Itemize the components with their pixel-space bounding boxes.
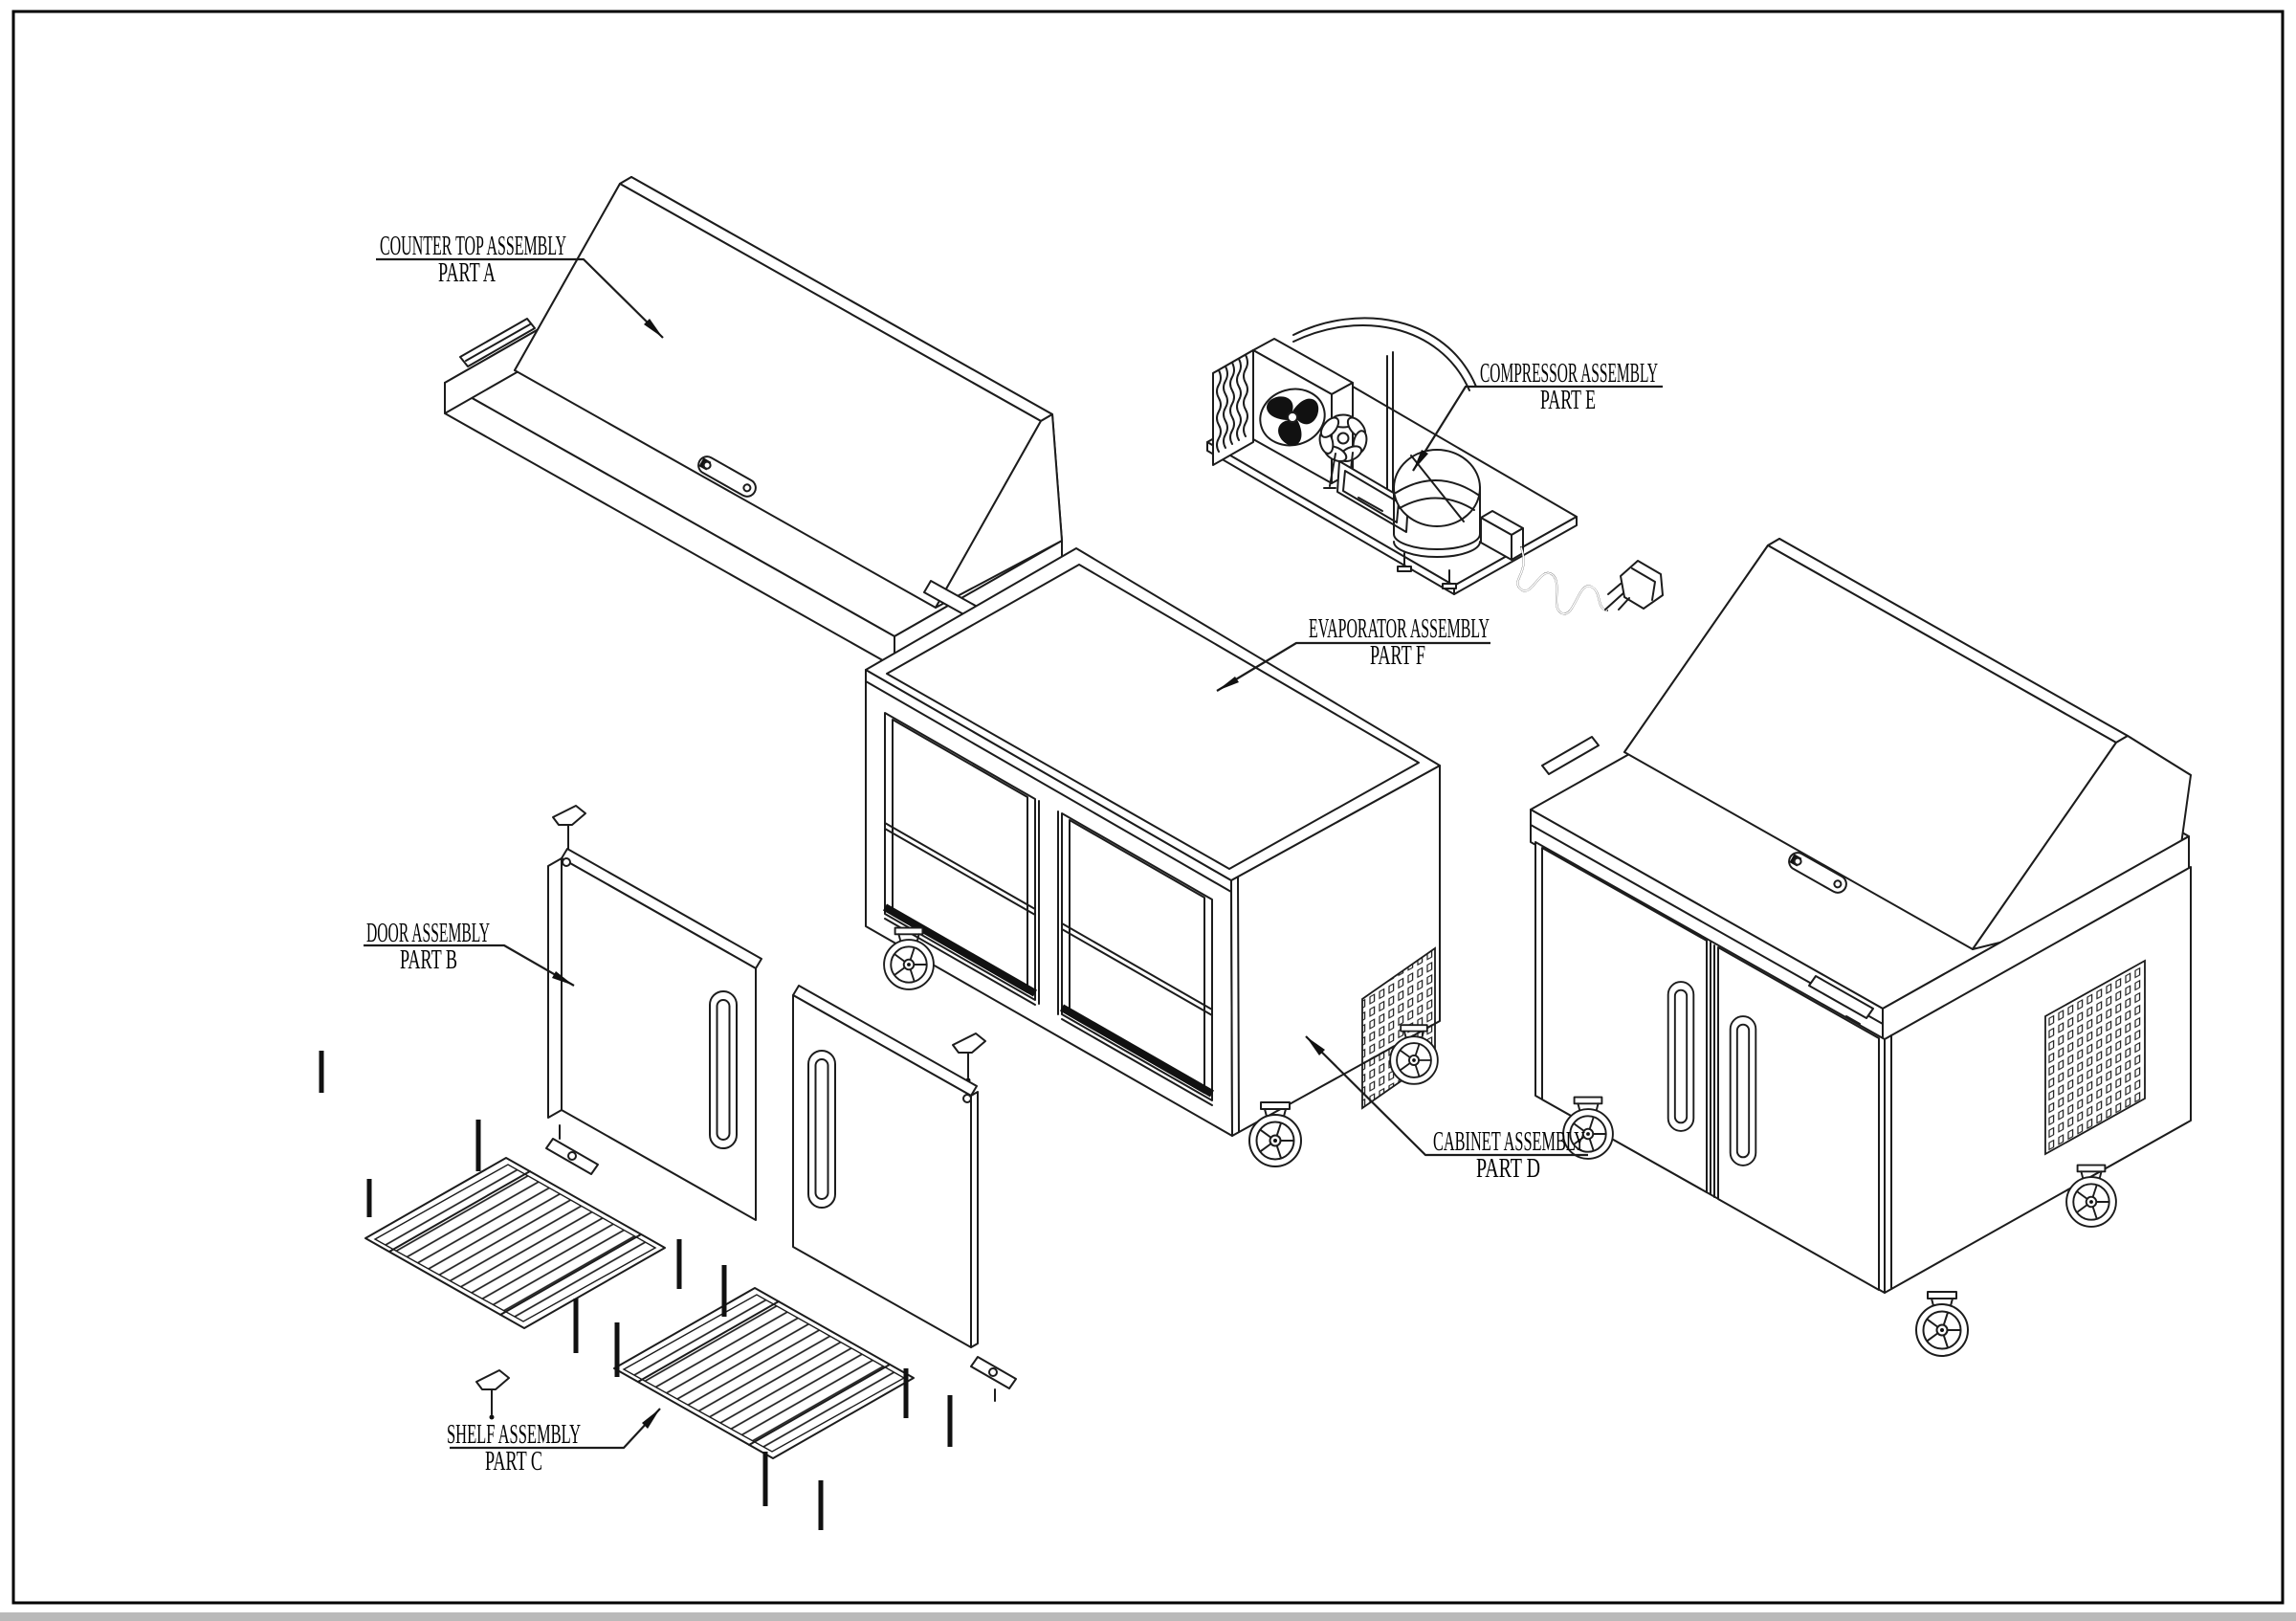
condenser-fan-shroud — [1252, 338, 1354, 484]
leader-line — [1305, 1035, 1588, 1157]
leader-arrow — [552, 971, 574, 986]
callout-title: COMPRESSOR ASSEMBLY — [1480, 359, 1658, 389]
callout-title: CABINET ASSEMBLY — [1433, 1127, 1585, 1157]
power-plug — [1607, 560, 1664, 611]
leader-arrow — [642, 1409, 660, 1429]
callout-title: COUNTER TOP ASSEMBLY — [380, 232, 566, 261]
leader-arrow — [644, 319, 663, 338]
callout-part-f: EVAPORATOR ASSEMBLY PART F — [1216, 614, 1490, 692]
callout-part-b: DOOR ASSEMBLY PART B — [364, 919, 575, 987]
callout-part: PART A — [438, 258, 496, 288]
fan-impeller — [1318, 413, 1368, 490]
cabinet-top-rim — [865, 547, 1441, 881]
assembled-lid — [1623, 538, 2192, 950]
counter-rail-tab — [1541, 736, 1874, 1025]
countertop-rail-tab — [459, 318, 536, 367]
condenser-fan-blades — [1267, 396, 1319, 446]
terminal-box — [1480, 510, 1524, 561]
leader-arrow — [1413, 450, 1428, 471]
callout-part: PART C — [485, 1447, 542, 1477]
callout-title: EVAPORATOR ASSEMBLY — [1309, 614, 1490, 644]
callout-part: PART F — [1370, 641, 1425, 671]
callout-part: PART D — [1476, 1154, 1540, 1184]
callout-part-d: CABINET ASSEMBLY PART D — [1305, 1035, 1588, 1184]
condenser-coil — [1212, 349, 1266, 466]
callout-title: SHELF ASSEMBLY — [447, 1420, 581, 1450]
unit-right-face — [1884, 866, 2192, 1294]
hinge-plate — [545, 1124, 599, 1175]
vent-grille — [2044, 959, 2146, 1156]
compressor-assembly — [1206, 317, 1664, 615]
callout-part: PART E — [1540, 386, 1596, 415]
shelf-support-pins — [319, 1051, 953, 1530]
callout-part-c: SHELF ASSEMBLY PART C — [447, 1408, 661, 1477]
door-handle — [709, 990, 738, 1149]
callout-part-e: COMPRESSOR ASSEMBLY PART E — [1412, 359, 1663, 472]
power-cord — [1516, 546, 1626, 615]
door-opening-right — [1060, 812, 1214, 1106]
assembled-unit — [1530, 538, 2192, 1357]
bottom-edge-bar — [0, 1612, 2296, 1621]
callout-title: DOOR ASSEMBLY — [366, 919, 490, 948]
callout-part: PART B — [400, 945, 457, 975]
unit-door-left — [1541, 847, 1708, 1193]
leader-arrow — [1217, 677, 1239, 691]
door-assembly-left — [545, 805, 762, 1221]
leader-line — [1412, 385, 1663, 472]
callout-part-a: COUNTER TOP ASSEMBLY PART A — [376, 232, 664, 339]
leader-line — [376, 257, 664, 339]
drain-pan — [1336, 460, 1409, 533]
leader-line — [1216, 641, 1490, 692]
door-assembly-right — [792, 985, 1017, 1402]
hinge-plate — [970, 1356, 1017, 1402]
door-handle — [807, 1050, 836, 1209]
door-handle — [1729, 1015, 1757, 1166]
door-handle — [1667, 981, 1695, 1132]
leader-line — [364, 944, 575, 987]
leader-arrow — [1306, 1036, 1325, 1055]
unit-door-right — [1717, 946, 1880, 1291]
cabinet-assembly — [865, 547, 1441, 1167]
